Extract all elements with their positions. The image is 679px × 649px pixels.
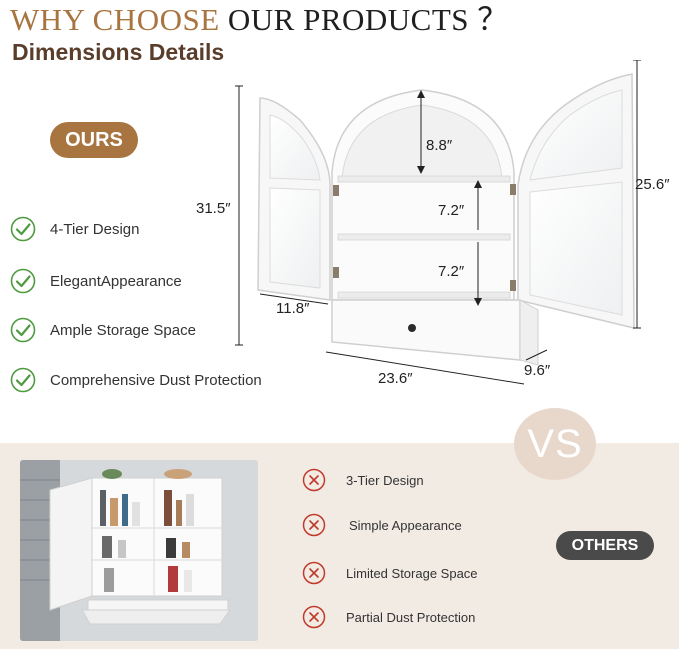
feature-item: Ample Storage Space xyxy=(10,317,196,343)
con-label: Simple Appearance xyxy=(349,517,462,533)
page-subtitle: Dimensions Details xyxy=(12,39,225,65)
feature-label: Comprehensive Dust Protection xyxy=(50,371,262,389)
check-circle-icon xyxy=(10,216,36,242)
cabinet-illustration xyxy=(235,60,641,385)
feature-label: 4-Tier Design xyxy=(50,220,140,238)
x-circle-icon xyxy=(302,468,326,492)
others-product-photo xyxy=(20,460,258,641)
feature-label: Ample Storage Space xyxy=(50,321,196,339)
dimension-shelf-gap-2: 7.2″ xyxy=(438,263,465,280)
con-item: Simple Appearance xyxy=(302,513,462,537)
con-label: 3-Tier Design xyxy=(346,472,424,488)
vs-badge: VS xyxy=(514,408,596,480)
con-item: Limited Storage Space xyxy=(302,561,478,585)
headline-accent: WHY CHOOSE xyxy=(10,2,220,37)
ours-badge: OURS xyxy=(50,122,138,158)
con-item: 3-Tier Design xyxy=(302,468,424,492)
check-circle-icon xyxy=(10,317,36,343)
others-cabinet-illustration xyxy=(20,460,258,641)
check-circle-icon xyxy=(10,268,36,294)
x-circle-icon xyxy=(302,561,326,585)
feature-item: ElegantAppearance xyxy=(10,268,182,294)
feature-item: 4-Tier Design xyxy=(10,216,139,242)
x-circle-icon xyxy=(302,513,326,537)
feature-label: ElegantAppearance xyxy=(50,272,182,290)
product-diagram: 31.5″ 25.6″ 8.8″ 7.2″ 7.2″ 11.8″ 23.6″ 9… xyxy=(190,60,679,400)
dimension-depth: 9.6″ xyxy=(524,362,551,379)
dimension-door-width: 11.8″ xyxy=(276,300,310,317)
dimension-door-height: 25.6″ xyxy=(635,176,670,193)
headline-rest: OUR PRODUCTS ？ xyxy=(227,2,509,37)
check-circle-icon xyxy=(10,367,36,393)
dimension-shelf-gap-1: 7.2″ xyxy=(438,202,465,219)
dimension-total-height: 31.5″ xyxy=(196,200,231,217)
x-circle-icon xyxy=(302,605,326,629)
dimension-top-arch: 8.8″ xyxy=(426,137,453,154)
others-badge: OTHERS xyxy=(556,531,654,560)
headline: WHY CHOOSE OUR PRODUCTS ？ xyxy=(10,0,509,39)
con-label: Limited Storage Space xyxy=(346,565,478,581)
con-item: Partial Dust Protection xyxy=(302,605,475,629)
dimension-width: 23.6″ xyxy=(378,370,413,387)
feature-item: Comprehensive Dust Protection xyxy=(10,367,262,393)
con-label: Partial Dust Protection xyxy=(346,609,476,625)
